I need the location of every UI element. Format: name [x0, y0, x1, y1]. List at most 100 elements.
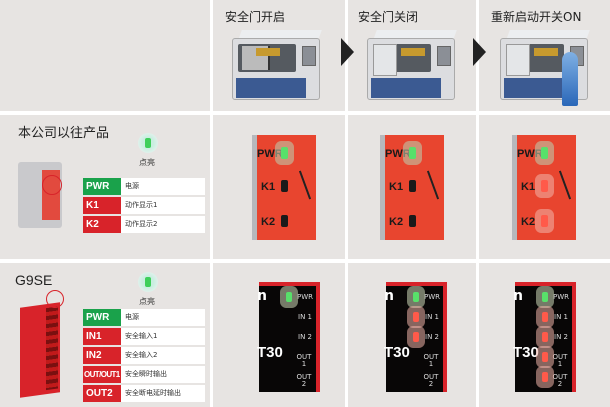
legend-desc: 电源	[121, 309, 205, 326]
step-title-3: 重新启动开关ON	[491, 10, 582, 24]
panel-label: K1	[261, 181, 276, 193]
led-green	[286, 292, 292, 302]
panel-label: IN 1	[298, 313, 312, 321]
led-red	[541, 215, 548, 227]
header-corner	[0, 0, 210, 111]
led-green	[409, 147, 416, 159]
led-lit-icon	[138, 272, 158, 292]
legend-desc: 安全输入2	[121, 347, 205, 364]
led-red	[542, 352, 548, 362]
led-red	[542, 312, 548, 322]
legacy-product-title: 本公司以往产品	[18, 126, 110, 141]
legacy-relay-image	[18, 162, 62, 228]
led-red	[542, 332, 548, 342]
panel-label: IN 1	[554, 313, 568, 321]
lit-label: 点亮	[139, 297, 155, 306]
led-off	[281, 180, 288, 192]
arrow-right-icon	[473, 38, 486, 66]
panel-model-text: T30	[384, 344, 410, 361]
legend-label: OUT2	[83, 385, 121, 402]
led-red	[413, 332, 419, 342]
panel-label: OUT 1	[552, 353, 568, 368]
led-green	[281, 147, 288, 159]
led-green	[541, 147, 548, 159]
legend-label: K1	[83, 197, 121, 214]
machine-door-closed-image	[367, 30, 467, 102]
led-red	[542, 372, 548, 382]
legend-label: PWR	[83, 309, 121, 326]
panel-label: PWR	[257, 148, 283, 160]
logo-fragment: n	[384, 288, 394, 304]
panel-label: K2	[521, 216, 536, 228]
terminal-line	[558, 170, 572, 200]
panel-label: OUT 1	[296, 353, 312, 368]
panel-label: OUT 2	[423, 373, 439, 388]
legend-desc: 安全瞬时输出	[121, 366, 205, 383]
legend-desc: 电源	[121, 178, 205, 195]
legend-label: IN2	[83, 347, 121, 364]
legend-desc: 安全断电延时输出	[121, 385, 205, 402]
arrow-right-icon	[341, 38, 354, 66]
legend-label: PWR	[83, 178, 121, 195]
panel-label: K1	[521, 181, 536, 193]
panel-label: K1	[389, 181, 404, 193]
led-off	[281, 215, 288, 227]
logo-fragment: n	[513, 288, 523, 304]
led-red	[541, 180, 548, 192]
led-off	[409, 180, 416, 192]
panel-label: PWR	[552, 293, 569, 301]
terminal-line	[298, 170, 312, 200]
lit-label: 点亮	[139, 158, 155, 167]
legend-desc: 动作显示1	[121, 197, 205, 214]
machine-restart-image	[500, 30, 600, 106]
panel-label: OUT 2	[296, 373, 312, 388]
led-green	[542, 292, 548, 302]
logo-fragment: n	[257, 288, 267, 304]
led-off	[409, 215, 416, 227]
panel-label: OUT 1	[423, 353, 439, 368]
led-green	[413, 292, 419, 302]
legend-label: IN1	[83, 328, 121, 345]
panel-label: K2	[261, 216, 276, 228]
panel-label: PWR	[423, 293, 440, 301]
machine-door-open-image	[232, 30, 332, 102]
g9se-relay-image	[20, 302, 60, 398]
panel-label: OUT 2	[552, 373, 568, 388]
step-title-2: 安全门关闭	[358, 10, 419, 24]
panel-label: IN 2	[554, 333, 568, 341]
panel-model-text: T30	[257, 344, 283, 361]
panel-label: IN 2	[298, 333, 312, 341]
step-title-1: 安全门开启	[225, 10, 286, 24]
operator-figure-icon	[562, 52, 578, 106]
highlight-circle	[46, 290, 64, 308]
terminal-line	[426, 170, 440, 200]
panel-label: PWR	[385, 148, 411, 160]
panel-label: IN 1	[425, 313, 439, 321]
legend-desc: 动作显示2	[121, 216, 205, 233]
panel-label: PWR	[517, 148, 543, 160]
panel-label: IN 2	[425, 333, 439, 341]
g9se-title: G9SE	[15, 272, 53, 288]
legend-desc: 安全输入1	[121, 328, 205, 345]
legend-label: OUT/OUT1	[83, 366, 121, 383]
panel-model-text: T30	[513, 344, 539, 361]
led-lit-icon	[138, 133, 158, 153]
panel-label: PWR	[296, 293, 313, 301]
led-red	[413, 312, 419, 322]
panel-label: K2	[389, 216, 404, 228]
legend-label: K2	[83, 216, 121, 233]
